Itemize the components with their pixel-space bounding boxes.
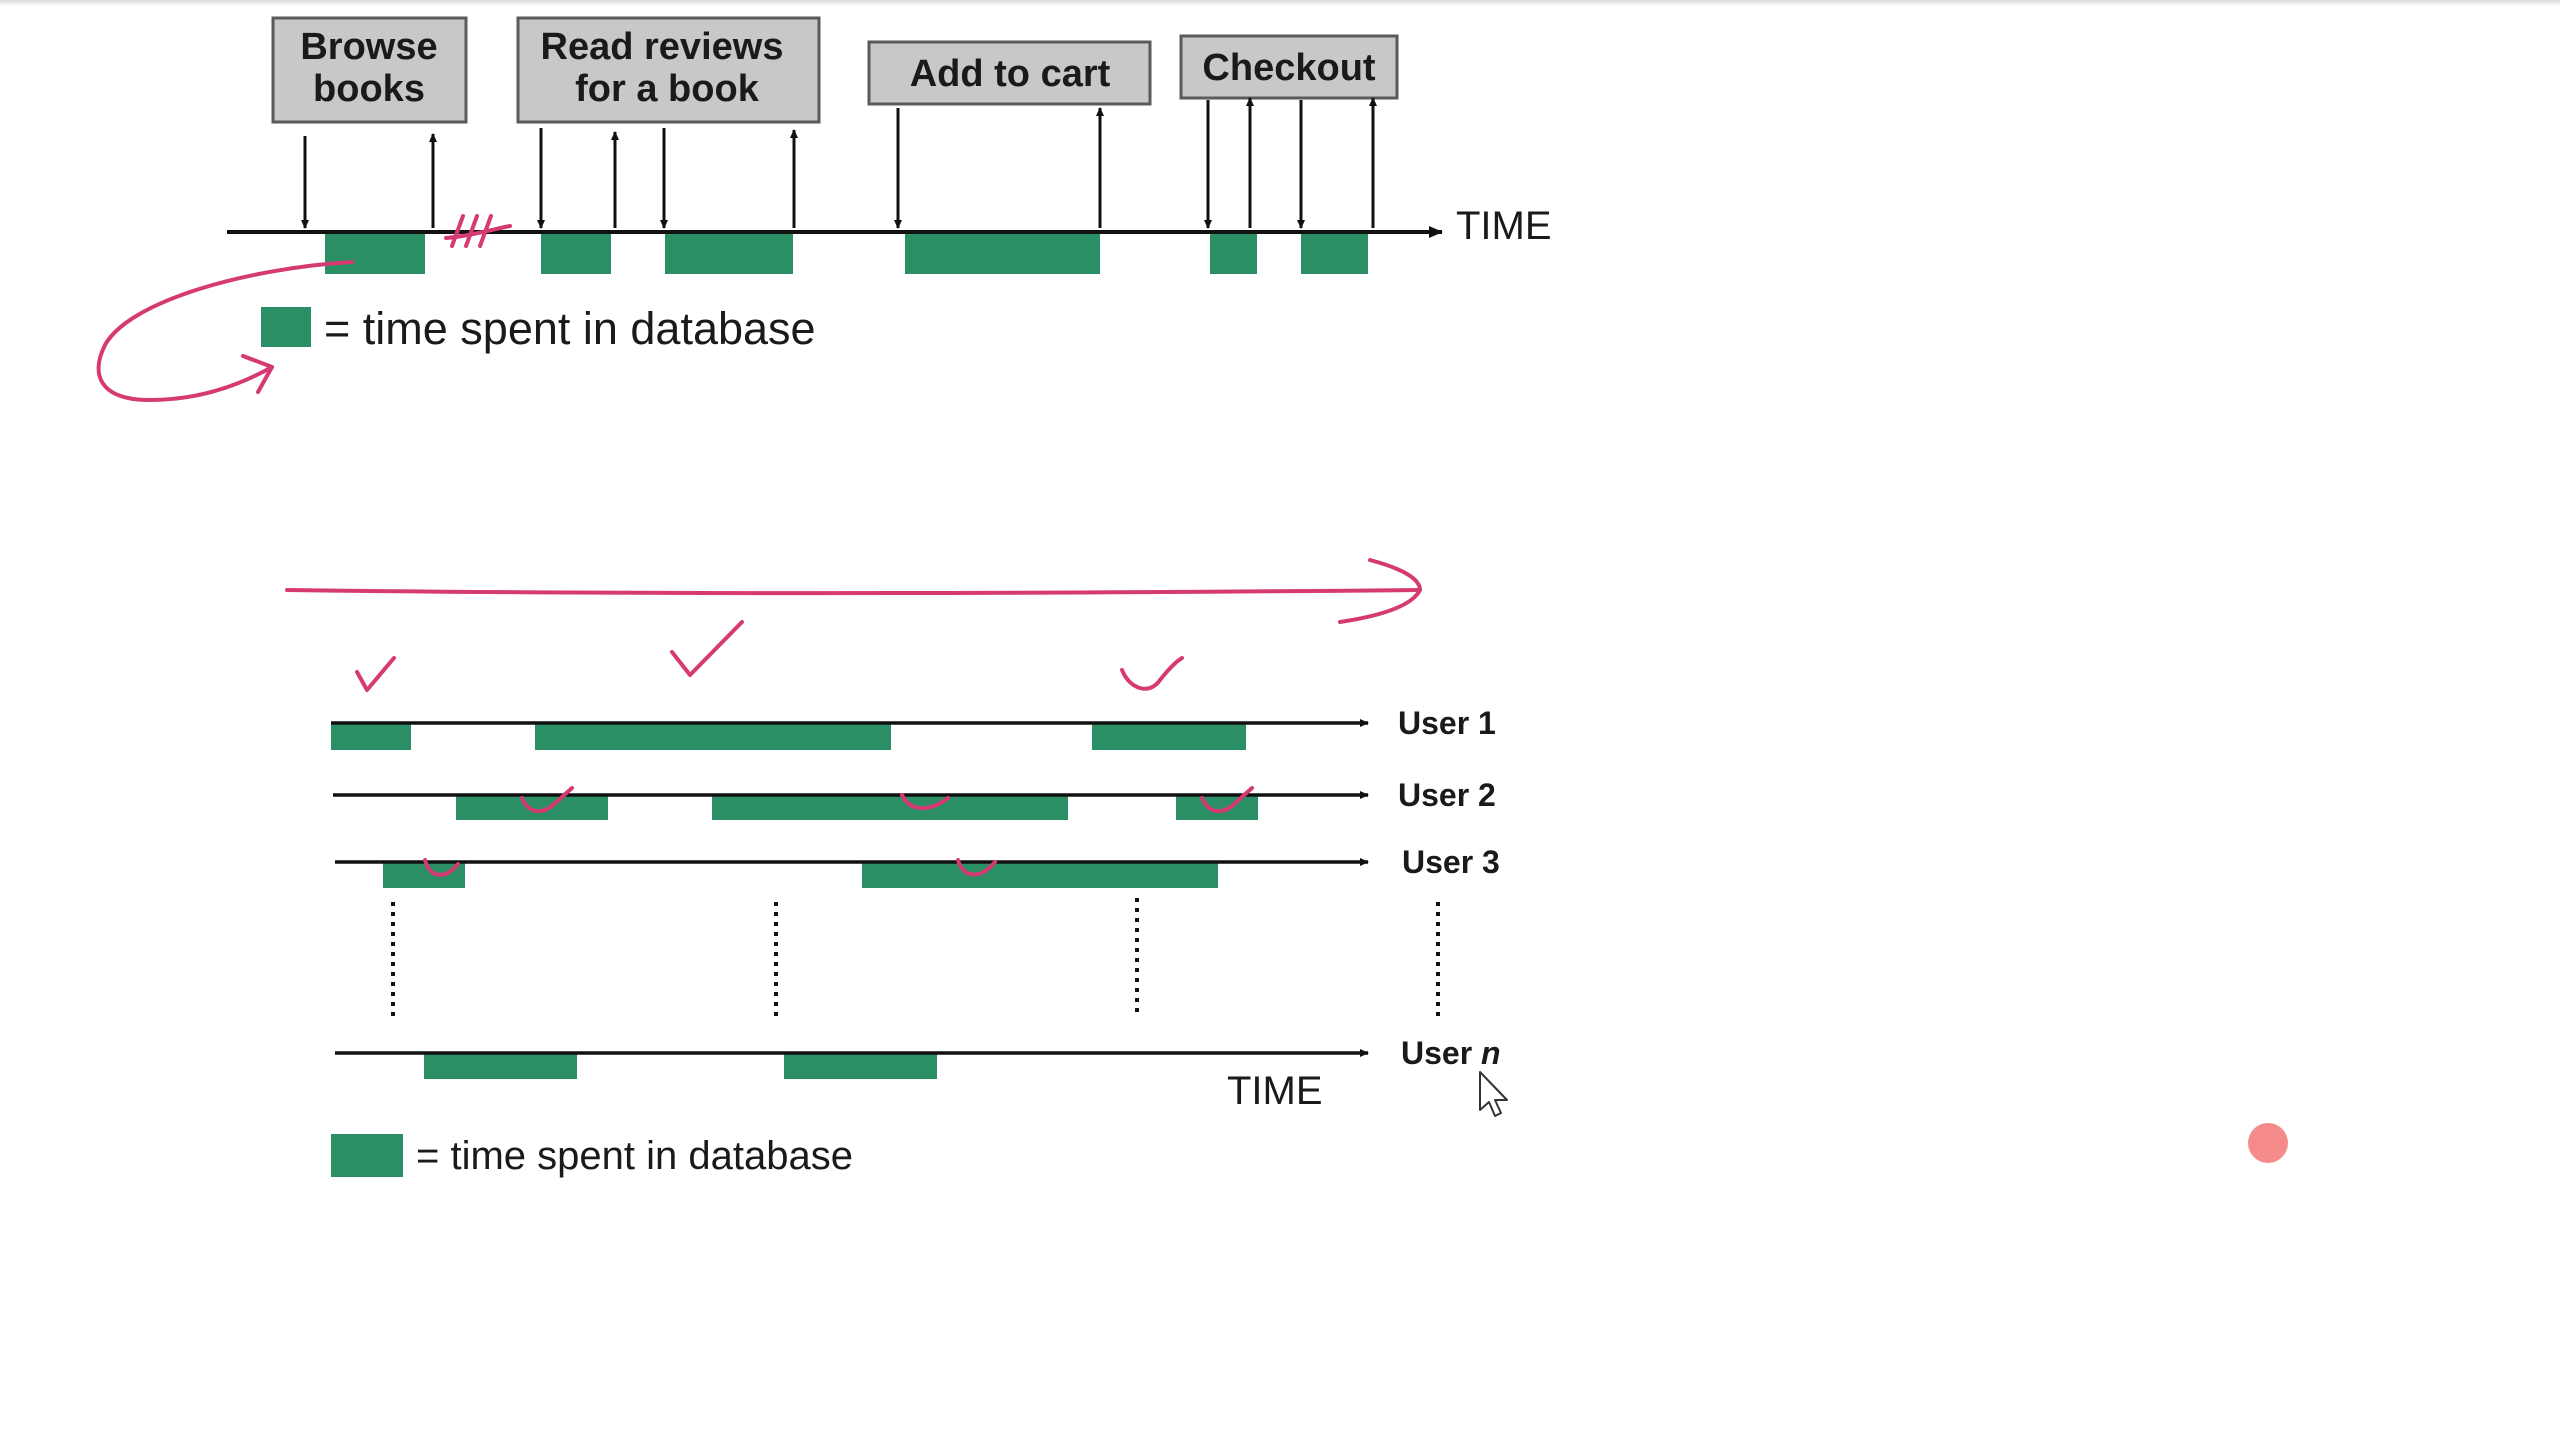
db-block — [905, 232, 1100, 274]
step-label: Checkout — [1202, 47, 1375, 89]
user-label: User 1 — [1398, 705, 1496, 741]
legend-text: = time spent in database — [416, 1134, 853, 1178]
top-db-blocks — [325, 232, 1368, 274]
step-box-checkout: Checkout — [1179, 34, 1399, 100]
user-n-label: User n — [1401, 1035, 1501, 1071]
top-axis-label: TIME — [1456, 204, 1552, 248]
bottom-diagram: User 1 User 2 User 3 — [331, 705, 1501, 1178]
db-block — [665, 232, 793, 274]
ellipsis-dots — [391, 898, 1440, 1022]
long-arrow-icon — [285, 558, 1422, 624]
db-block — [424, 1053, 577, 1079]
step-label-line2: books — [313, 68, 425, 110]
handwritten-annotations — [96, 214, 1422, 877]
db-block — [535, 723, 891, 750]
step-label-line1: Browse — [300, 26, 437, 68]
legend-text: = time spent in database — [324, 303, 816, 354]
step-box-add-to-cart: Add to cart — [867, 40, 1152, 106]
checkmark-icon — [520, 786, 574, 814]
checkmark-icon — [1200, 786, 1254, 814]
db-block — [541, 232, 611, 274]
curved-arrow-icon — [96, 260, 354, 402]
db-block — [784, 1053, 937, 1079]
top-edge-shadow — [0, 0, 2560, 6]
pointer-cursor-icon — [1479, 1071, 1508, 1117]
db-block — [1176, 795, 1258, 820]
checkmark-icon — [670, 620, 744, 677]
checkmark-icon — [956, 858, 997, 877]
legend-swatch — [331, 1134, 403, 1177]
top-legend: = time spent in database — [261, 303, 816, 354]
user-timeline-1: User 1 — [331, 705, 1496, 750]
db-block — [383, 862, 465, 888]
user-label: User 2 — [1398, 777, 1496, 813]
record-dot-icon — [2248, 1123, 2288, 1163]
checkmark-icon — [1120, 656, 1184, 691]
step-label: Add to cart — [910, 53, 1111, 95]
legend-swatch — [261, 307, 311, 347]
bottom-axis-label: TIME — [1227, 1069, 1323, 1113]
db-block — [1301, 232, 1368, 274]
checkmark-icon — [900, 793, 950, 811]
step-label-line1: Read reviews — [541, 26, 784, 68]
db-block — [325, 232, 425, 274]
request-arrows — [301, 97, 1377, 229]
user-timeline-n: User n TIME — [335, 1035, 1501, 1113]
db-block — [1092, 723, 1246, 750]
db-block — [331, 723, 411, 750]
break-mark-icon — [444, 214, 512, 248]
db-block — [1210, 232, 1257, 274]
checkmark-icon — [423, 858, 460, 877]
step-box-read-reviews: Read reviews for a book — [516, 16, 821, 124]
db-block — [712, 795, 1068, 820]
user-timeline-2: User 2 — [333, 777, 1496, 820]
user-timeline-3: User 3 — [335, 844, 1500, 888]
step-box-browse-books: Browse books — [271, 16, 468, 124]
user-label: User 3 — [1402, 844, 1500, 880]
top-diagram: Browse books Read reviews for a book Add… — [227, 16, 1552, 354]
bottom-legend: = time spent in database — [331, 1134, 853, 1178]
checkmark-icon — [355, 656, 396, 692]
step-label-line2: for a book — [575, 68, 760, 110]
db-block — [862, 862, 1218, 888]
